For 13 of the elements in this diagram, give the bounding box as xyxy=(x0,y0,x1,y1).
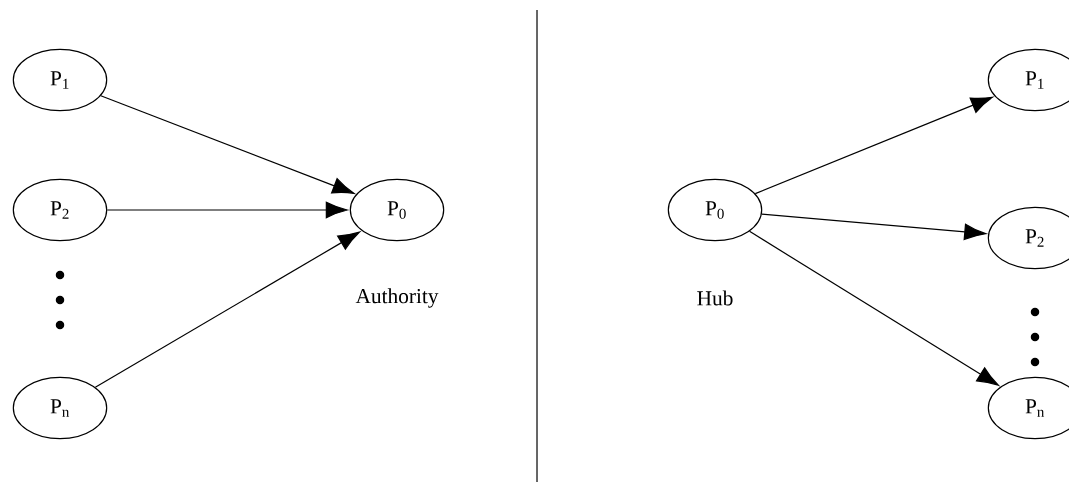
ellipse-node: P$_{1}$ xyxy=(12,48,108,112)
arrow xyxy=(748,230,999,386)
ellipse-node: P$_{n}$ xyxy=(12,376,108,440)
node-caption: Authority xyxy=(355,288,439,308)
arrow xyxy=(100,95,355,194)
arrow xyxy=(761,213,987,241)
ellipse-node: P$_{2}$ xyxy=(12,178,108,242)
arrow xyxy=(94,231,361,388)
ellipse-node: P$_{0}$ xyxy=(349,178,445,242)
arrow xyxy=(106,201,348,219)
ellipse-node: P$_{0}$ xyxy=(667,178,763,242)
node-caption: Hub xyxy=(697,290,733,306)
arrow xyxy=(754,96,993,195)
